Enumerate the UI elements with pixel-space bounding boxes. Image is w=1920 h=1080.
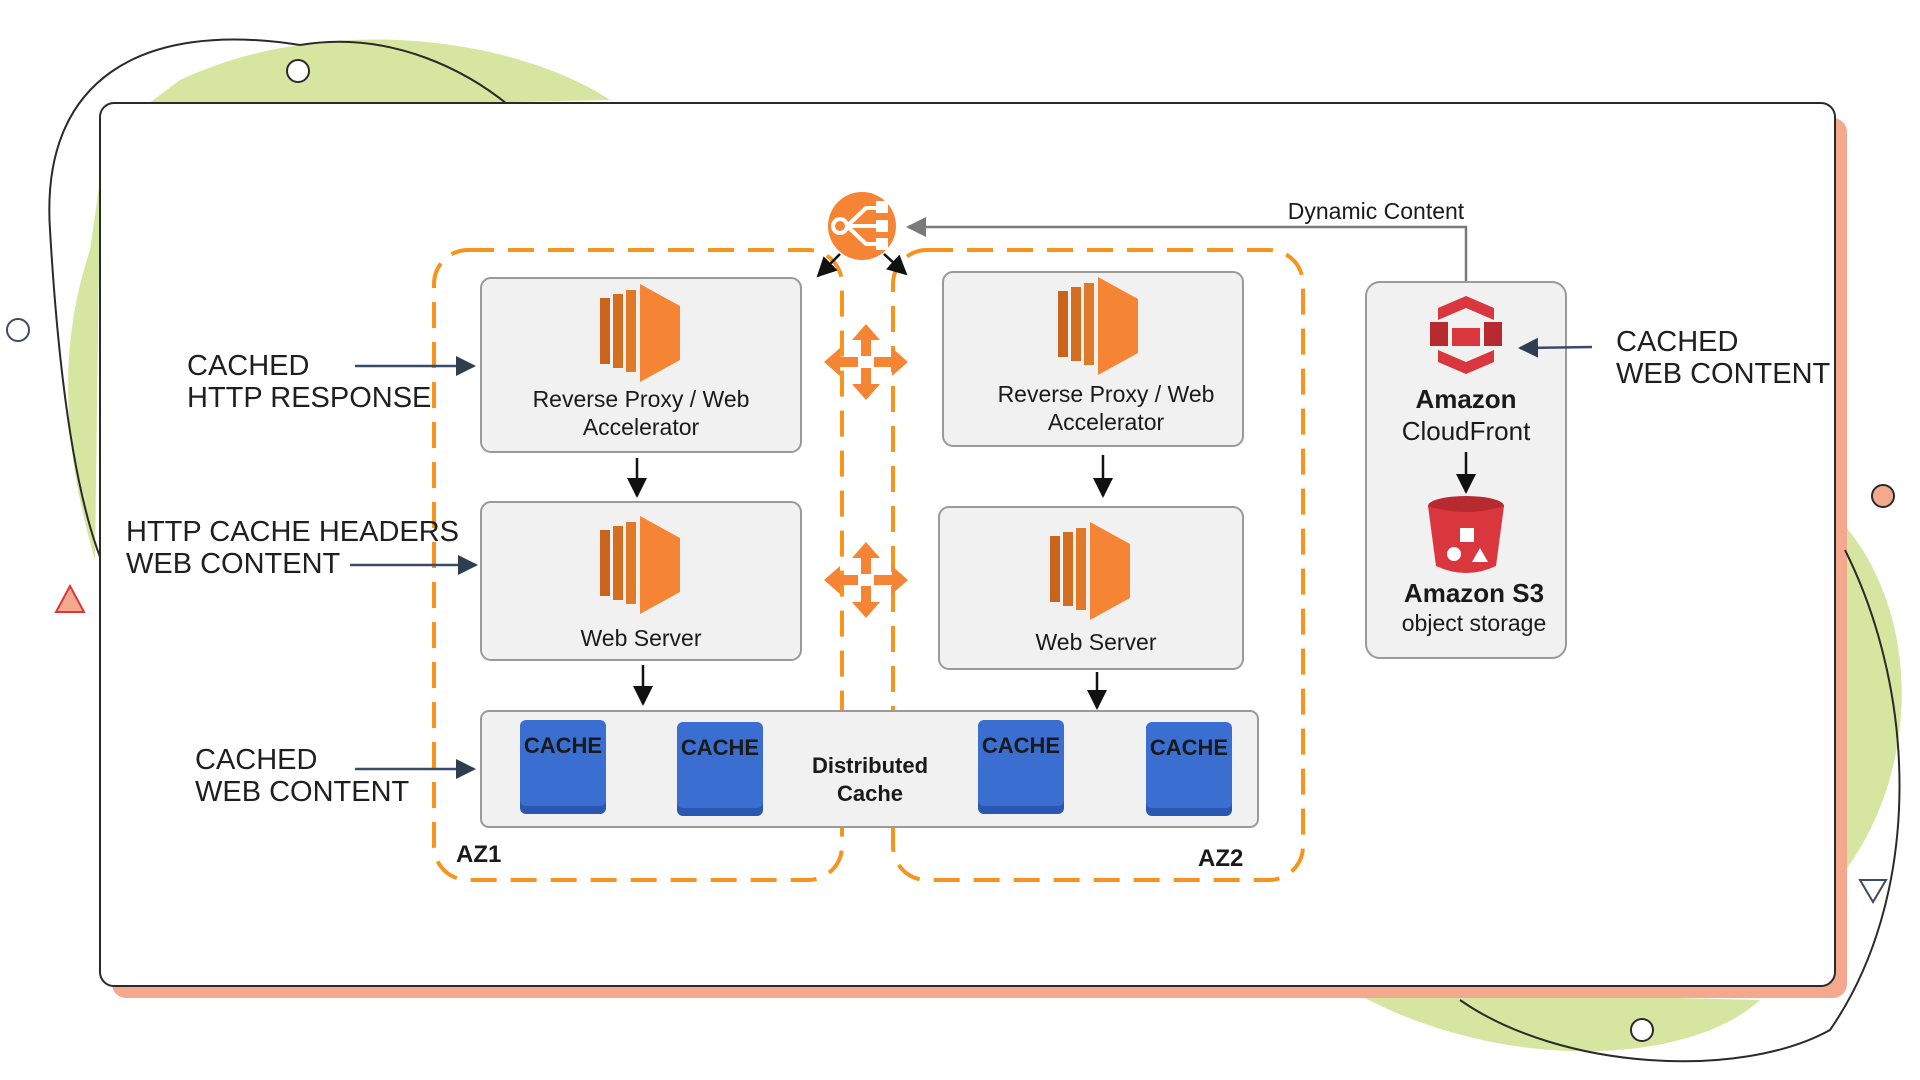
lb-to-az1-arrow [816, 253, 841, 278]
az1-label: AZ1 [456, 841, 501, 868]
load-balancer-icon [828, 192, 896, 260]
ec2-instance-icon [600, 516, 680, 614]
az2-label: AZ2 [1198, 845, 1243, 872]
az2-proxy-label: Accelerator [1048, 409, 1165, 435]
cache-block: CACHE [520, 720, 606, 814]
cached-web-content-label: CACHED WEB CONTENT [195, 744, 410, 808]
ec2-instance-icon [1050, 522, 1130, 620]
lb-to-az2-arrow [883, 253, 908, 276]
cloudfront-cached-content-arrow [1518, 337, 1593, 358]
decor-circle-icon [1871, 484, 1895, 508]
replication-arrows-icon [824, 324, 908, 400]
cloudfront-subtitle: CloudFront [1402, 416, 1531, 446]
replication-arrows-icon [824, 542, 908, 618]
az2-region [891, 248, 1305, 882]
az1-web-server-label: Web Server [580, 625, 701, 651]
decor-circle-icon [1630, 1018, 1654, 1042]
cloudfront-icon [1430, 296, 1502, 374]
cache-label: CACHE [524, 733, 602, 758]
ec2-instance-icon [1058, 277, 1138, 375]
distributed-cache-label: Cache [837, 781, 903, 806]
decor-triangle-down-icon [1858, 879, 1888, 904]
az2-proxy-label: Reverse Proxy / Web [998, 381, 1215, 407]
cache-block: CACHE [677, 722, 763, 816]
ec2-instance-icon [600, 284, 680, 382]
distributed-cache-label: Distributed [812, 753, 928, 778]
decor-triangle-icon [54, 583, 86, 613]
cache-label: CACHE [1150, 735, 1228, 760]
s3-subtitle: object storage [1402, 610, 1546, 636]
http-cache-headers-label: HTTP CACHE HEADERS WEB CONTENT [126, 516, 460, 580]
cloudfront-title: Amazon [1415, 384, 1516, 414]
cache-label: CACHE [681, 735, 759, 760]
s3-bucket-icon [1428, 496, 1504, 573]
cache-block: CACHE [978, 720, 1064, 814]
az1-proxy-label: Reverse Proxy / Web [533, 386, 750, 412]
cache-block: CACHE [1146, 722, 1232, 816]
az2-web-server-label: Web Server [1035, 629, 1156, 655]
decor-circle-icon [286, 59, 310, 83]
decor-circle-icon [6, 318, 30, 342]
cached-http-response-label: CACHED HTTP RESPONSE [187, 350, 432, 414]
dynamic-content-label: Dynamic Content [1288, 198, 1465, 224]
dynamic-content-arrow [906, 217, 1468, 281]
cloudfront-cached-content-label: CACHED WEB CONTENT [1616, 326, 1831, 390]
az1-proxy-label: Accelerator [583, 414, 700, 440]
s3-title: Amazon S3 [1404, 578, 1544, 608]
cache-label: CACHE [982, 733, 1060, 758]
